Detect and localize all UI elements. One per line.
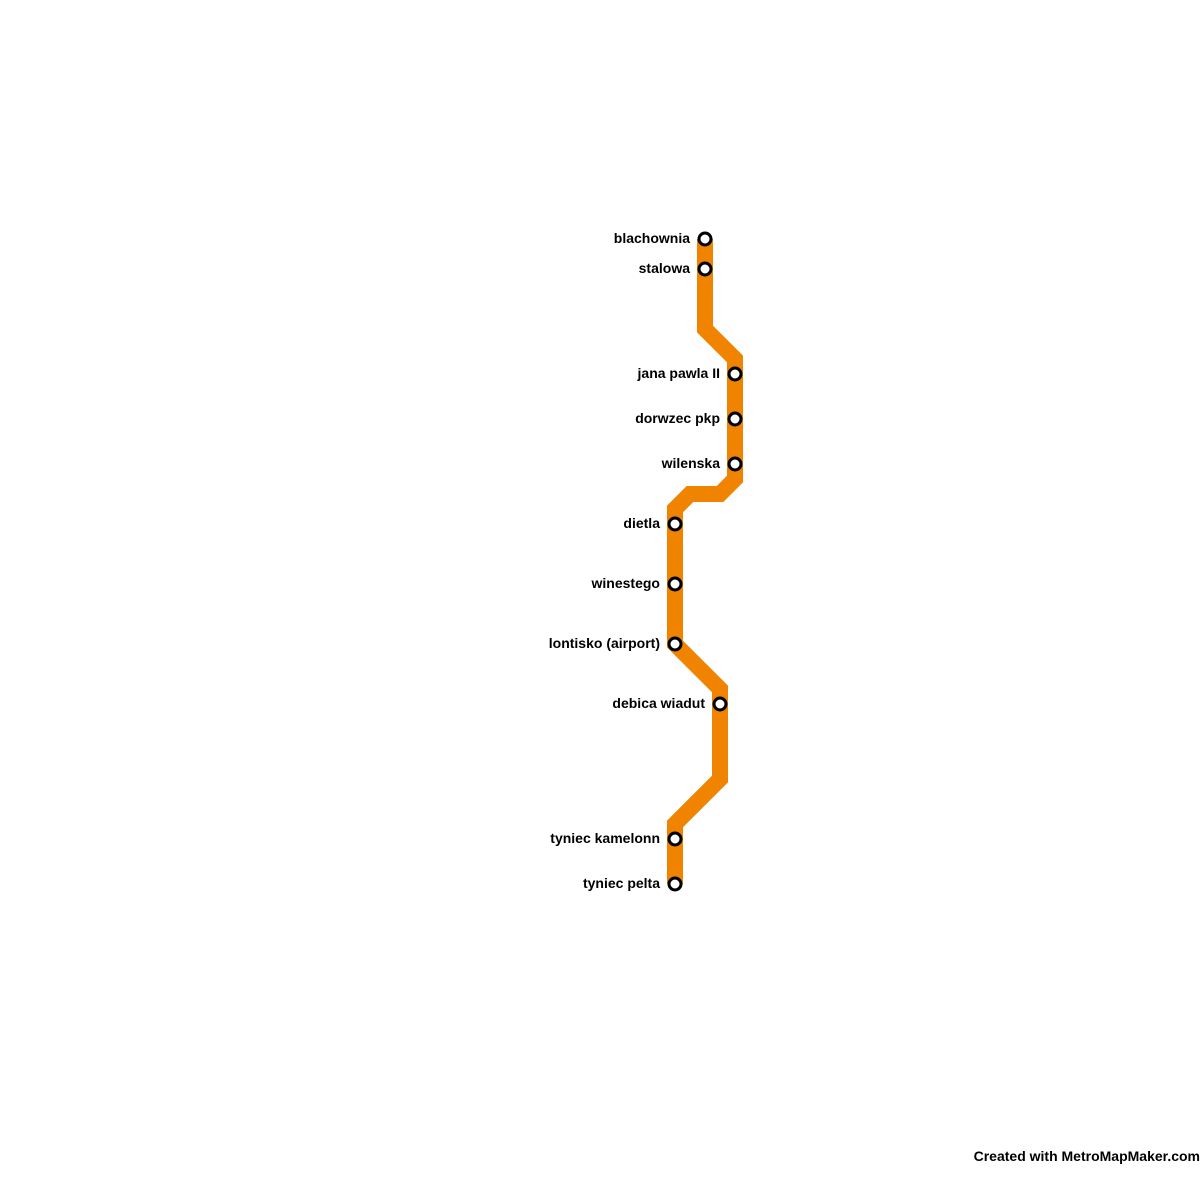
station-label: lontisko (airport) — [548, 635, 660, 651]
credit-text: Created with MetroMapMaker.com — [973, 1148, 1200, 1164]
station-marker[interactable] — [727, 411, 743, 427]
station-label: dietla — [623, 515, 660, 531]
station-marker[interactable] — [727, 366, 743, 382]
station-label: tyniec pelta — [582, 875, 660, 891]
station-marker[interactable] — [712, 696, 728, 712]
station-marker[interactable] — [667, 576, 683, 592]
station-marker[interactable] — [727, 456, 743, 472]
station-marker[interactable] — [667, 831, 683, 847]
station-label: winestego — [591, 575, 660, 591]
station-label: blachownia — [613, 230, 690, 246]
metro-line-orange[interactable] — [667, 239, 743, 884]
station-label: wilenska — [661, 455, 720, 471]
station-marker[interactable] — [697, 261, 713, 277]
station-marker[interactable] — [697, 231, 713, 247]
station-marker[interactable] — [667, 876, 683, 892]
station-label: tyniec kamelonn — [550, 830, 660, 846]
station-label: jana pawla II — [637, 365, 720, 381]
station-marker[interactable] — [667, 516, 683, 532]
stations-layer — [667, 231, 743, 892]
station-label: dorwzec pkp — [635, 410, 720, 426]
station-marker[interactable] — [667, 636, 683, 652]
station-label: debica wiadut — [612, 695, 705, 711]
station-label: stalowa — [638, 260, 690, 276]
